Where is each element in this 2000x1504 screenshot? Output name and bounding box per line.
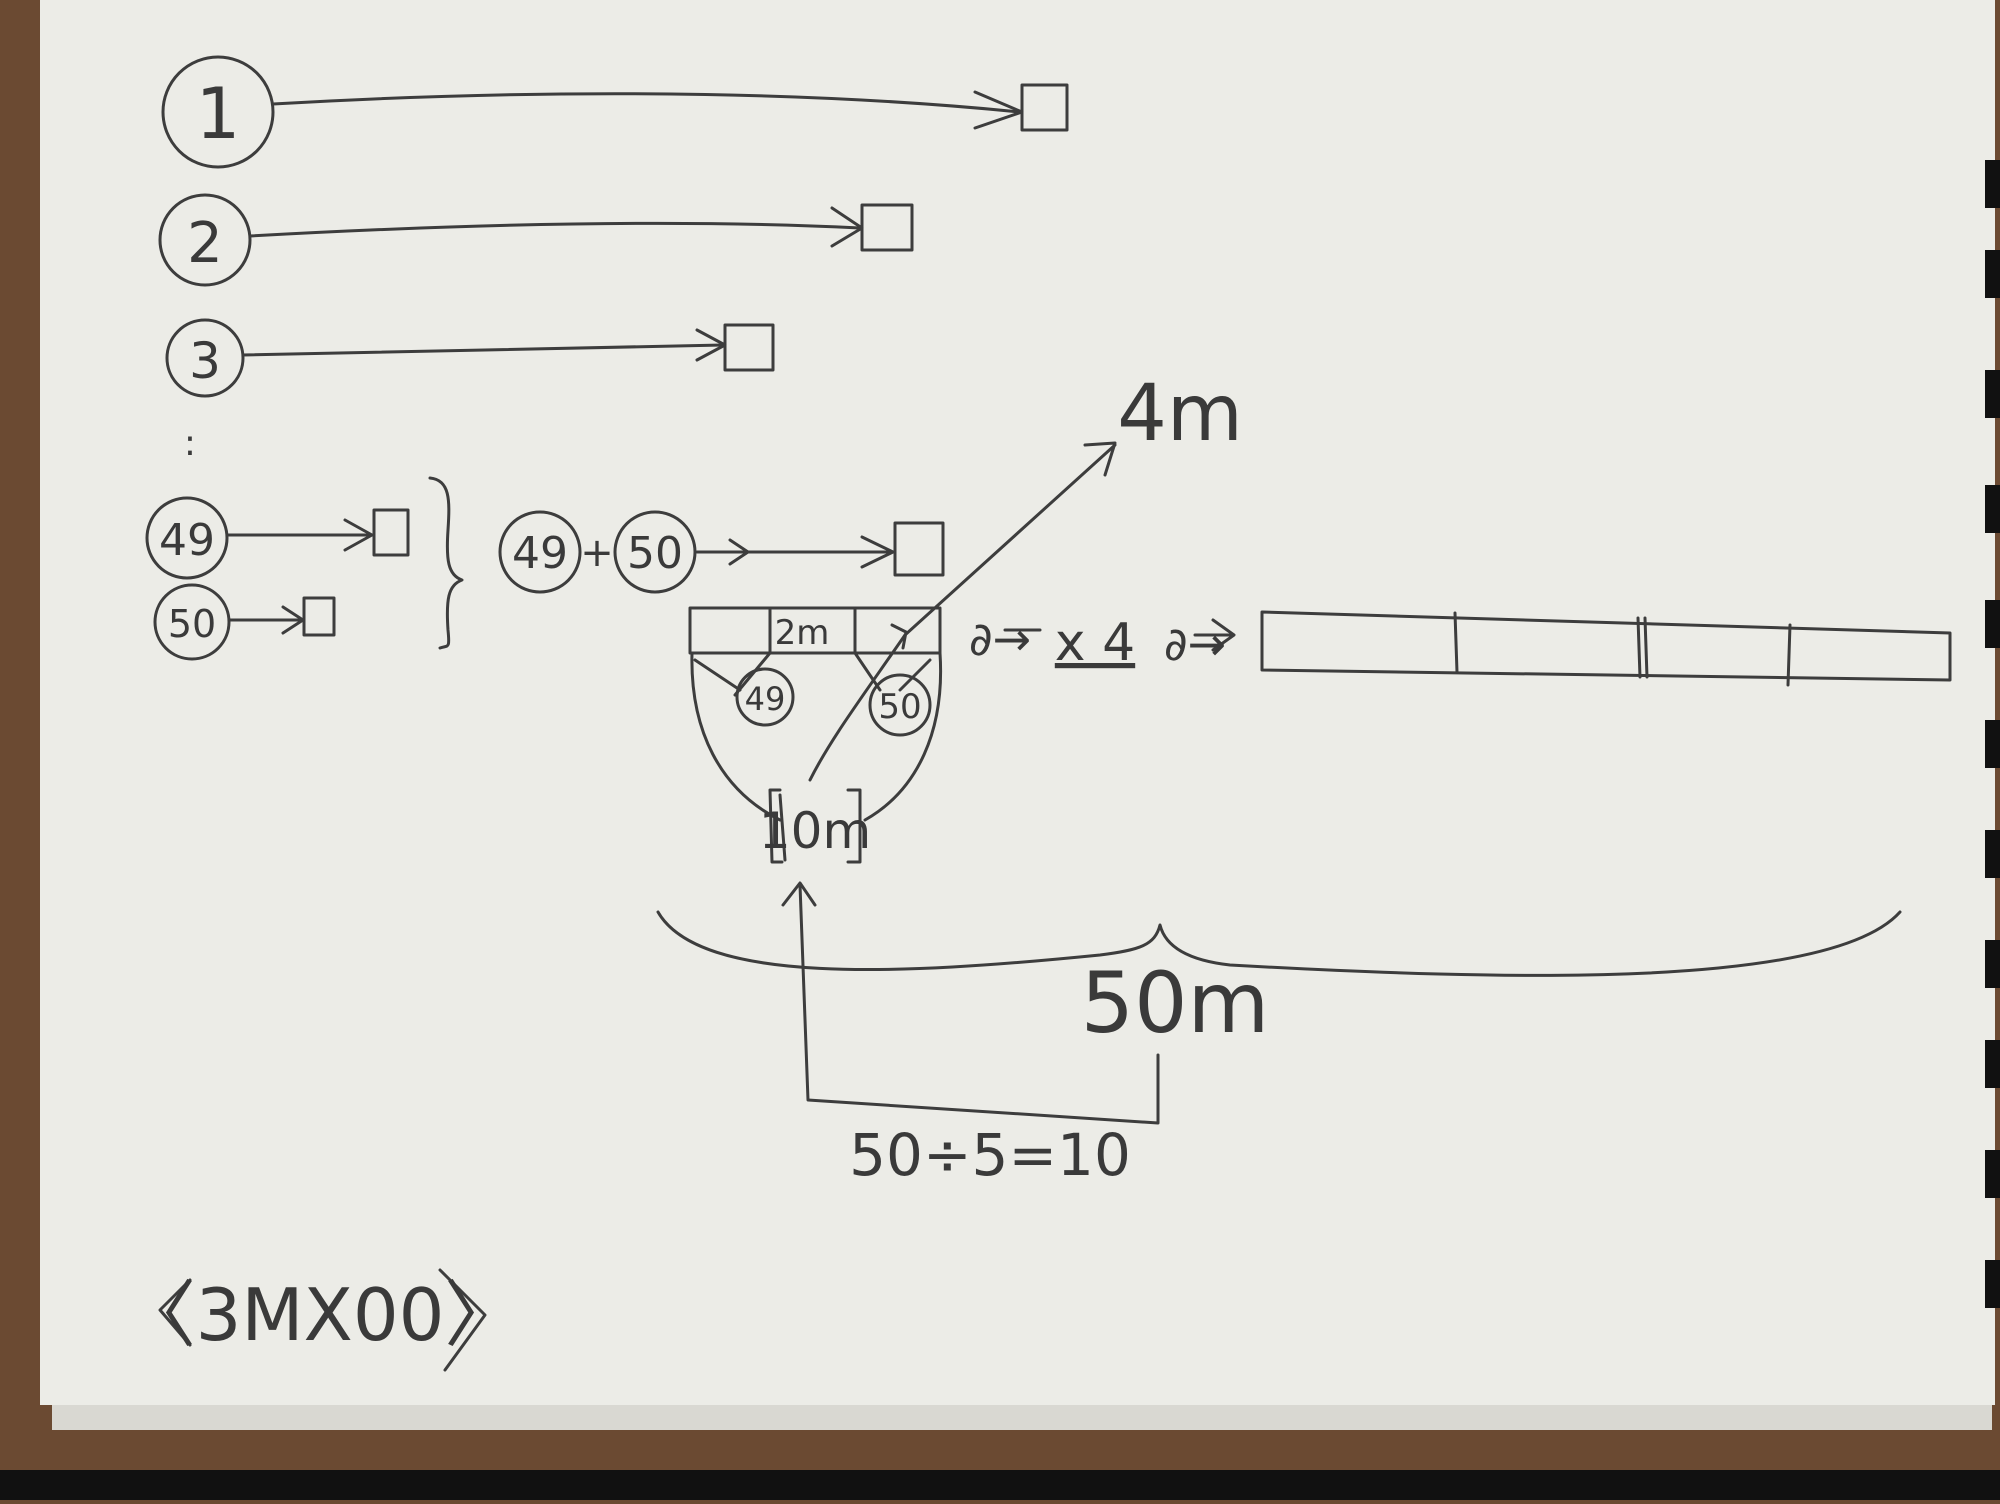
node-label-1: 1 (196, 73, 241, 155)
arrowhead-49 (343, 518, 374, 552)
node-label-3: 3 (189, 332, 221, 390)
cup-bottom-label: 10m (759, 802, 871, 860)
desk-bottom (0, 1470, 2000, 1500)
cup-base-inner (778, 793, 787, 862)
node-label-50: 50 (168, 602, 216, 646)
combined-arrowhead (860, 535, 895, 569)
return-arrowhead (781, 881, 817, 907)
sequence-row-49 (145, 496, 410, 580)
strip-divider-1 (1453, 611, 1459, 674)
combined-plus: + (580, 530, 614, 576)
spiral-binding (1985, 160, 2000, 1308)
result-box-49 (372, 508, 410, 557)
strip-divider-3 (1786, 623, 1792, 687)
result-box-50 (302, 596, 336, 637)
arrow-3 (241, 343, 725, 357)
sequence-row-2 (158, 193, 914, 287)
node-circle-1 (161, 55, 275, 169)
strip-divider-2 (1636, 616, 1642, 679)
arrow-1 (271, 92, 1022, 114)
cup-circle-50 (868, 673, 932, 737)
span-brace (656, 910, 1902, 977)
corner-note-bracket-right (438, 1268, 487, 1372)
combined-circle-49 (498, 510, 582, 594)
cup-circle-49 (735, 667, 795, 727)
group-brace (428, 476, 464, 650)
corner-note: 〈3MX00〉 (124, 1273, 517, 1357)
multiply-suffix: ∂→ (1164, 617, 1226, 671)
return-path (798, 883, 1160, 1125)
node-circle-3 (165, 318, 245, 398)
strip-outline (1260, 610, 1952, 682)
cup-right-label: 50 (878, 687, 921, 727)
combined-circle-50 (613, 510, 697, 594)
arrow-2 (248, 221, 862, 238)
cup-bowl (690, 651, 943, 822)
corner-note-bracket-left (158, 1278, 192, 1347)
result-box-1 (1020, 83, 1069, 132)
sequence-row-3 (165, 318, 775, 398)
cup-top-label: 2m (775, 613, 830, 653)
cup-base-bracket-left (768, 788, 784, 864)
sequence-row-50 (153, 583, 336, 661)
notebook-page (40, 0, 1995, 1405)
output-arrowhead (1083, 441, 1117, 477)
strip-diagram (1260, 610, 1952, 687)
combined-arrowhead-mid (728, 538, 750, 566)
cup-diagram (688, 606, 943, 864)
sequence-row-1 (161, 55, 1069, 169)
multiply-arrowhead-right (1211, 618, 1236, 652)
node-circle-49 (145, 496, 229, 580)
node-circle-2 (158, 193, 252, 287)
span-brace-label: 50m (1081, 954, 1270, 1052)
result-box-3 (723, 323, 775, 372)
node-label-2: 2 (187, 211, 223, 276)
combined-label-a: 49 (512, 528, 568, 579)
combined-row (498, 510, 945, 594)
combined-result-box (893, 521, 945, 577)
multiply-times: x 4 (1055, 613, 1135, 673)
node-circle-50 (153, 583, 231, 661)
ellipsis-dots: : (184, 423, 196, 464)
cup-base-bracket-right (846, 788, 862, 864)
inner-arrowhead (890, 623, 908, 650)
cup-inner-lines (693, 651, 932, 697)
strip-divider-2b (1643, 616, 1649, 679)
division-label: 50÷5=10 (849, 1121, 1131, 1189)
output-label: 4m (1117, 369, 1243, 459)
multiply-prefix: ∂→ (969, 612, 1031, 666)
result-box-2 (860, 203, 914, 252)
cup-rim (688, 606, 942, 655)
combined-label-b: 50 (627, 528, 683, 579)
output-arrow (808, 443, 1117, 782)
node-label-49: 49 (159, 515, 215, 566)
cup-left-label: 49 (745, 680, 786, 718)
